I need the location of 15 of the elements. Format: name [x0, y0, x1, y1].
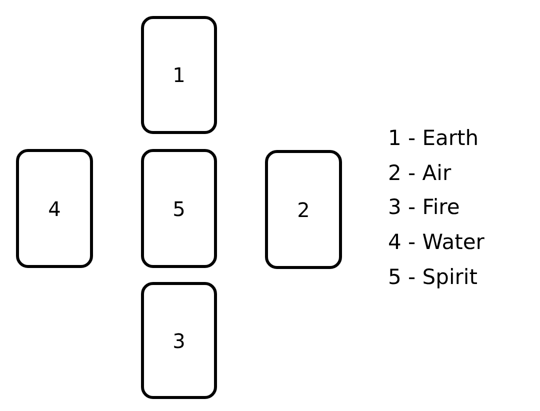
legend-text: 2 - Air	[388, 160, 452, 185]
legend-text: 1 - Earth	[388, 126, 479, 150]
card-number: 4	[48, 196, 61, 220]
card-outline	[141, 149, 217, 268]
card-number: 5	[172, 196, 186, 220]
card-number: 2	[297, 198, 310, 222]
card-outline	[141, 16, 217, 134]
card-outline	[265, 150, 342, 269]
legend-text: 4 - Water	[388, 230, 484, 254]
legend-text: 5 - Spirit	[388, 264, 478, 289]
card-number: 3	[172, 328, 186, 352]
card-outline	[141, 282, 217, 399]
card-outline	[16, 149, 93, 268]
legend-text: 3 - Fire	[388, 195, 460, 220]
card-number: 1	[172, 63, 186, 87]
